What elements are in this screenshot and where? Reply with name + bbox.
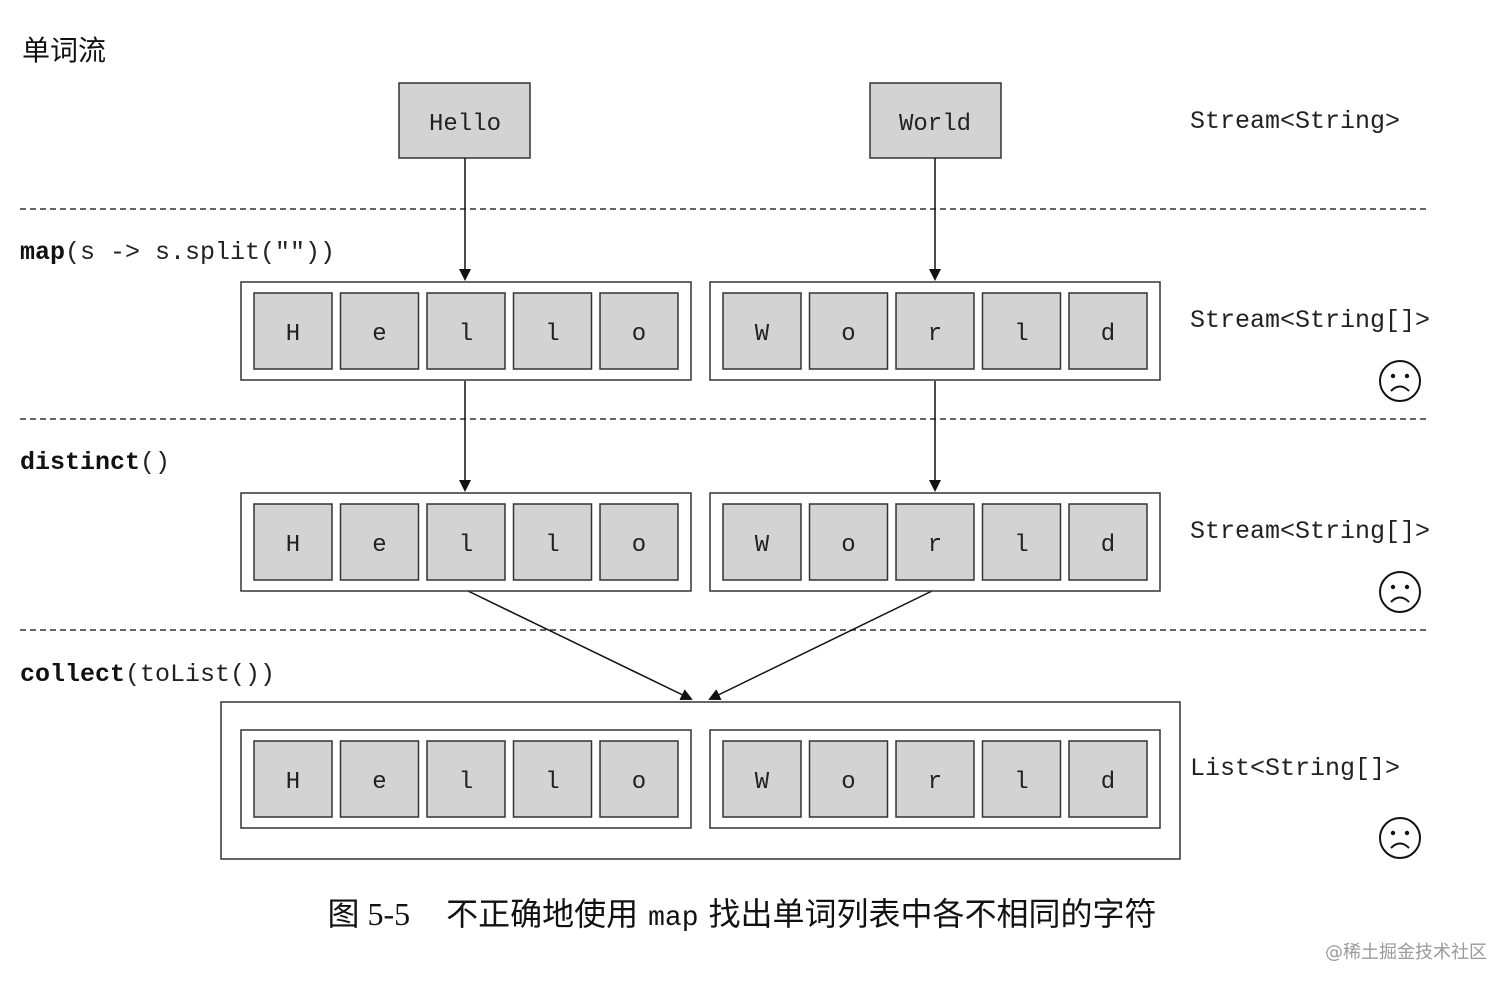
char-cell bbox=[339, 292, 420, 370]
char-label: l bbox=[1014, 532, 1028, 559]
char-label: l bbox=[545, 532, 559, 559]
char-label: o bbox=[841, 532, 855, 559]
char-cell bbox=[1068, 503, 1148, 581]
char-cell bbox=[1068, 292, 1148, 370]
char-cell bbox=[426, 740, 506, 818]
char-label: W bbox=[755, 769, 770, 796]
char-label: o bbox=[632, 532, 646, 559]
char-cell bbox=[808, 740, 889, 818]
char-cell bbox=[895, 740, 975, 818]
char-label: o bbox=[632, 321, 646, 348]
operation-label-collect: collect(toList()) bbox=[20, 660, 275, 689]
sad-face-icon bbox=[1379, 571, 1421, 613]
type-label-stage: Stream<String[]> bbox=[1190, 517, 1430, 546]
char-cell bbox=[253, 292, 333, 370]
char-label: l bbox=[545, 321, 559, 348]
char-cell bbox=[426, 503, 506, 581]
type-label-top: Stream<String> bbox=[1190, 107, 1400, 136]
char-cell bbox=[808, 292, 889, 370]
char-cell bbox=[981, 503, 1062, 581]
char-label: l bbox=[545, 769, 559, 796]
char-cell bbox=[808, 503, 889, 581]
char-cell bbox=[981, 292, 1062, 370]
char-label: H bbox=[286, 769, 300, 796]
list-container bbox=[220, 701, 1181, 860]
char-label: e bbox=[372, 321, 386, 348]
char-cell bbox=[895, 292, 975, 370]
char-cell bbox=[722, 503, 802, 581]
char-label: l bbox=[459, 769, 473, 796]
char-cell bbox=[981, 740, 1062, 818]
char-label: l bbox=[1014, 769, 1028, 796]
char-label: d bbox=[1101, 769, 1115, 796]
char-label: l bbox=[459, 321, 473, 348]
type-label-stage: List<String[]> bbox=[1190, 754, 1400, 783]
char-cell bbox=[512, 503, 593, 581]
char-cell bbox=[339, 740, 420, 818]
char-label: r bbox=[928, 321, 942, 348]
word-box-hello: Hello bbox=[398, 82, 531, 159]
diagram-title: 单词流 bbox=[22, 34, 106, 67]
char-label: W bbox=[755, 321, 770, 348]
char-label: o bbox=[632, 769, 646, 796]
char-label: W bbox=[755, 532, 770, 559]
char-label: d bbox=[1101, 321, 1115, 348]
arrow bbox=[467, 590, 693, 701]
watermark: @稀土掘金技术社区 bbox=[1325, 942, 1487, 963]
figure-number: 图 5-5 bbox=[327, 896, 410, 932]
type-label-stage: Stream<String[]> bbox=[1190, 306, 1430, 335]
char-cell bbox=[1068, 740, 1148, 818]
char-cell bbox=[512, 740, 593, 818]
char-cell bbox=[253, 740, 333, 818]
char-label: l bbox=[1014, 321, 1028, 348]
char-cell bbox=[253, 503, 333, 581]
char-cell bbox=[722, 740, 802, 818]
word-label: Hello bbox=[429, 111, 501, 138]
operation-label-distinct: distinct() bbox=[20, 448, 170, 477]
char-cell bbox=[426, 292, 506, 370]
faces bbox=[1379, 360, 1421, 859]
char-label: l bbox=[459, 532, 473, 559]
word-label: World bbox=[899, 111, 971, 138]
word-box-world: World bbox=[869, 82, 1002, 159]
char-label: o bbox=[841, 769, 855, 796]
char-label: r bbox=[928, 532, 942, 559]
char-label: r bbox=[928, 769, 942, 796]
char-cell bbox=[722, 292, 802, 370]
sad-face-icon bbox=[1379, 817, 1421, 859]
operation-label-map: map(s -> s.split("")) bbox=[20, 238, 335, 267]
char-cell bbox=[512, 292, 593, 370]
char-cell bbox=[599, 740, 679, 818]
char-cell bbox=[599, 503, 679, 581]
char-cell bbox=[339, 503, 420, 581]
char-cell bbox=[599, 292, 679, 370]
char-label: o bbox=[841, 321, 855, 348]
char-label: H bbox=[286, 321, 300, 348]
char-label: e bbox=[372, 769, 386, 796]
arrow bbox=[708, 590, 933, 701]
char-label: d bbox=[1101, 532, 1115, 559]
char-cell bbox=[895, 503, 975, 581]
sad-face-icon bbox=[1379, 360, 1421, 402]
char-label: e bbox=[372, 532, 386, 559]
char-label: H bbox=[286, 532, 300, 559]
